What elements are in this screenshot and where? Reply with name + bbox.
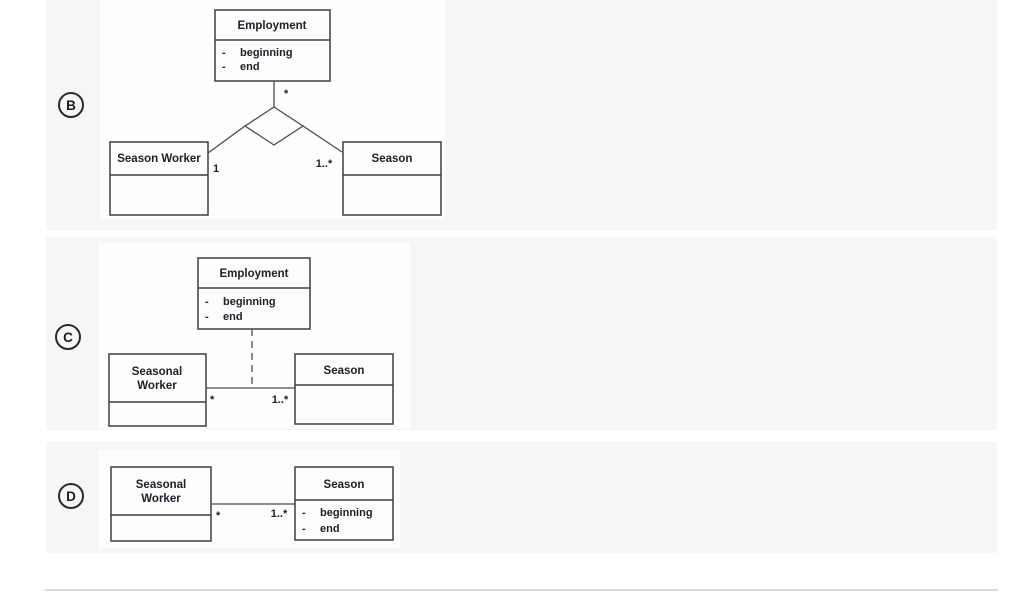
class-employment: Employment - beginning - end bbox=[197, 257, 311, 330]
class-seasonal-worker: Seasonal Worker bbox=[108, 353, 207, 427]
section-divider bbox=[45, 589, 998, 591]
class-name: Employment bbox=[237, 20, 306, 32]
multiplicity-label: 1..* bbox=[316, 158, 333, 170]
class-name-line2: Worker bbox=[141, 493, 181, 505]
visibility-marker: - bbox=[222, 61, 226, 73]
visibility-marker: - bbox=[205, 296, 209, 308]
option-label-b[interactable]: B bbox=[58, 92, 84, 118]
visibility-marker: - bbox=[302, 523, 306, 535]
association-line bbox=[207, 125, 246, 154]
visibility-marker: - bbox=[205, 311, 209, 323]
class-name-line2: Worker bbox=[137, 380, 177, 392]
class-season-worker: Season Worker bbox=[109, 141, 209, 216]
class-box bbox=[109, 141, 209, 216]
class-name: Season bbox=[324, 365, 365, 377]
multiplicity-label: * bbox=[284, 88, 289, 100]
association-line bbox=[302, 125, 343, 153]
class-box bbox=[294, 466, 394, 541]
attribute: beginning bbox=[320, 507, 373, 519]
multiplicity-label: * bbox=[216, 510, 221, 522]
class-name: Season bbox=[372, 153, 413, 165]
class-name: Season Worker bbox=[117, 153, 201, 165]
attribute: end bbox=[223, 311, 243, 323]
class-box bbox=[294, 353, 394, 425]
class-name-line1: Seasonal bbox=[132, 366, 183, 378]
attribute: beginning bbox=[240, 47, 293, 59]
class-employment: Employment - beginning - end bbox=[214, 9, 331, 82]
option-label-d[interactable]: D bbox=[58, 483, 84, 509]
class-seasonal-worker: Seasonal Worker bbox=[110, 466, 212, 542]
uml-diagram-b: Employment - beginning - end * Season Wo… bbox=[100, 0, 445, 219]
option-letter: D bbox=[66, 488, 76, 504]
multiplicity-label: 1 bbox=[213, 163, 219, 175]
option-letter: B bbox=[66, 97, 76, 113]
multiplicity-label: * bbox=[210, 394, 215, 406]
class-box bbox=[108, 353, 207, 427]
class-season: Season bbox=[294, 353, 394, 425]
class-box bbox=[197, 257, 311, 330]
attribute: beginning bbox=[223, 296, 276, 308]
multiplicity-label: 1..* bbox=[272, 394, 289, 406]
class-season: Season - beginning - end bbox=[294, 466, 394, 541]
attribute: end bbox=[240, 61, 260, 73]
uml-diagram-d: Seasonal Worker * 1..* Season - beginnin… bbox=[98, 450, 400, 548]
class-name: Season bbox=[324, 479, 365, 491]
class-name: Employment bbox=[219, 268, 288, 280]
visibility-marker: - bbox=[222, 47, 226, 59]
class-box bbox=[342, 141, 442, 216]
attribute: end bbox=[320, 523, 340, 535]
multiplicity-label: 1..* bbox=[271, 508, 288, 520]
class-name-line1: Seasonal bbox=[136, 479, 187, 491]
diamond-connector-icon bbox=[243, 106, 305, 146]
uml-diagram-c: Employment - beginning - end Seasonal Wo… bbox=[98, 243, 410, 429]
class-season: Season bbox=[342, 141, 442, 216]
class-box bbox=[214, 9, 331, 82]
option-label-c[interactable]: C bbox=[55, 324, 81, 350]
visibility-marker: - bbox=[302, 507, 306, 519]
option-letter: C bbox=[63, 329, 73, 345]
